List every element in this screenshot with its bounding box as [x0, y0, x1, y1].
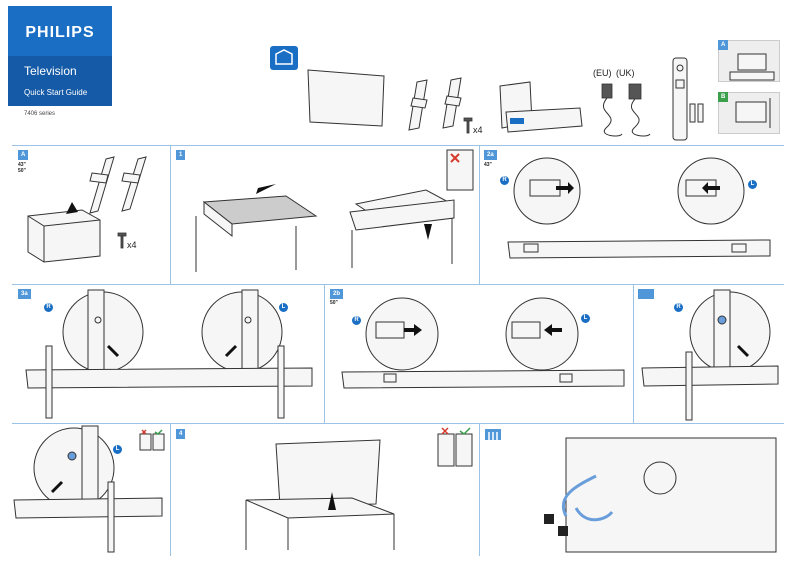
screw-icon	[463, 117, 473, 134]
plug-uk-label: (UK)	[616, 68, 635, 78]
philips-logo-block: PHILIPS Television Quick Start Guide	[8, 6, 112, 106]
panel-4-check-compare-icon	[437, 427, 473, 467]
col-divider-2	[479, 145, 480, 284]
option-a-table-mount-icon	[729, 53, 775, 81]
panel-2a-sizes: 43"	[484, 162, 492, 168]
panel-4-tv-on-table	[245, 439, 395, 550]
option-b-badge: B	[718, 92, 729, 102]
panel-3b-right-marker: R	[674, 303, 683, 312]
product-name: Television	[24, 64, 77, 78]
col-divider-5	[170, 423, 171, 556]
documents-illustration	[499, 81, 583, 133]
series-label: 7406 series	[24, 111, 56, 117]
col-divider-1	[170, 145, 171, 284]
panel-5-cable-clip-icon	[488, 432, 498, 440]
plug-eu-label: (EU)	[593, 68, 612, 78]
brand-name: PHILIPS	[25, 24, 95, 41]
panel-2a-zoom-right	[513, 157, 581, 225]
panel-3a-left-marker: L	[279, 303, 288, 312]
power-cord-eu-icon	[601, 83, 623, 137]
panel-2b-tv-bottom	[341, 369, 625, 389]
col-divider-6	[479, 423, 480, 556]
panel-2b-zoom-left	[505, 297, 579, 371]
row-divider-3	[12, 423, 784, 424]
panel-a-sizes: 43" 50"	[18, 162, 26, 174]
panel-3b-left-marker: L	[113, 445, 122, 454]
panel-3b-tv-bottom	[641, 351, 779, 421]
panel-3b-tv-bottom-left	[13, 481, 163, 553]
panel-2b-right-marker: R	[352, 316, 361, 325]
remote-control-icon	[672, 57, 688, 141]
stand-feet-illustration	[408, 77, 462, 131]
panel-a-badge: A	[18, 150, 29, 160]
panel-2a-left-marker: L	[748, 180, 757, 189]
panel-2b-badge: 2b	[330, 289, 344, 299]
panel-2a-zoom-left	[677, 157, 745, 225]
panel-2a-tv-bottom	[507, 239, 771, 259]
row-divider-2	[12, 284, 784, 285]
panel-5-tv-back-illustration	[544, 437, 777, 553]
panel-a-stand-feet	[89, 156, 147, 214]
panel-a-screw-count: x4	[127, 240, 137, 250]
panel-1-badge: 1	[176, 150, 186, 160]
title-band	[8, 56, 112, 106]
panel-4-badge: 4	[176, 429, 186, 439]
panel-2a-badge: 2a	[484, 150, 497, 160]
panel-a-screw-icon	[117, 232, 127, 249]
unbox-icon	[270, 46, 298, 70]
panel-3a-right-marker: R	[44, 303, 53, 312]
option-a-badge: A	[718, 40, 729, 50]
col-divider-3	[324, 284, 325, 423]
panel-1-tv-face-down	[349, 189, 455, 268]
screw-count: x4	[473, 125, 483, 135]
panel-2b-left-marker: L	[581, 314, 590, 323]
panel-3b-check-compare-icon	[139, 429, 165, 451]
panel-3a-zoom-right	[62, 289, 144, 373]
col-divider-4	[633, 284, 634, 423]
panel-2b-sizes: 50"	[330, 300, 338, 306]
panel-1-warning-icon	[446, 149, 474, 191]
option-b-wall-mount-icon	[735, 98, 771, 128]
panel-3a-tv-bottom	[25, 345, 313, 419]
panel-2b-zoom-right	[365, 297, 439, 371]
panel-3a-zoom-left	[201, 289, 283, 373]
guide-title: Quick Start Guide	[24, 88, 88, 97]
panel-1-table-cloth-illustration	[195, 184, 318, 272]
tv-panel-illustration	[307, 69, 385, 127]
panel-2a-right-marker: R	[500, 176, 509, 185]
panel-a-box-illustration	[27, 202, 101, 263]
power-cord-uk-icon	[628, 83, 651, 137]
panel-3b-badge	[638, 289, 654, 299]
panel-3a-badge: 3a	[18, 289, 31, 299]
batteries-icon	[689, 103, 704, 123]
row-divider-1	[12, 145, 784, 146]
